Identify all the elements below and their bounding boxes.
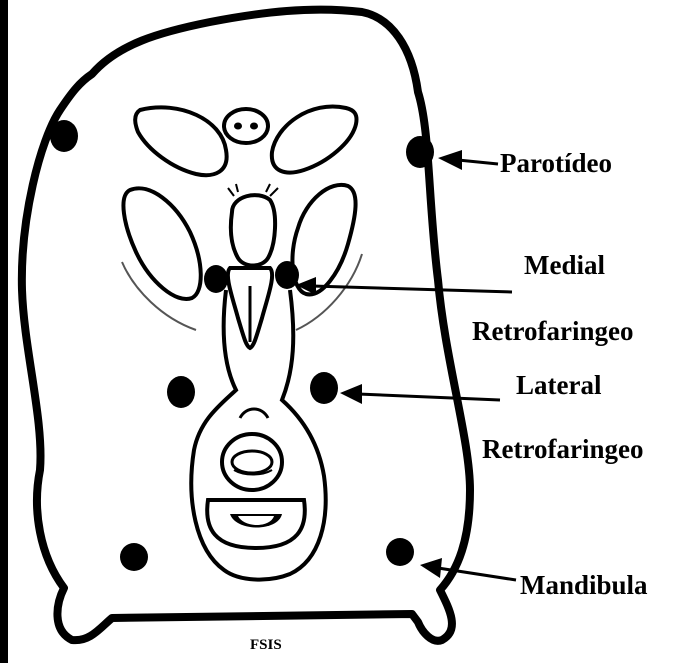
label-parotideo: Parotídeo	[500, 148, 612, 179]
parotid-node-right	[406, 136, 434, 168]
credit-fsis: FSIS	[250, 637, 282, 654]
label-lateral-retrofaringeo: Retrofaringeo	[482, 434, 643, 465]
lateral-retropharyngeal-node-left	[167, 376, 195, 408]
arrow-medial	[296, 277, 512, 295]
mandibular-node-left	[120, 543, 148, 571]
label-lateral: Lateral	[516, 370, 601, 401]
neck-column	[231, 195, 275, 265]
label-medial: Medial	[524, 250, 605, 281]
medial-retropharyngeal-node-left	[204, 265, 228, 293]
label-mandibula: Mandibula	[520, 570, 648, 601]
lateral-retropharyngeal-node-right	[310, 372, 338, 404]
nostril-left	[234, 123, 242, 130]
arrow-parotideo	[438, 150, 498, 170]
label-medial-retrofaringeo: Retrofaringeo	[472, 316, 633, 347]
medial-retropharyngeal-node-right	[275, 261, 299, 289]
parotid-node-left	[50, 120, 78, 152]
upper-lobe-left	[135, 107, 226, 175]
side-lobe-left	[123, 188, 200, 299]
larynx-core	[232, 451, 272, 473]
left-border-strip	[0, 0, 8, 663]
faint-arc-left	[122, 262, 196, 330]
snout	[224, 109, 268, 143]
throat-notch	[240, 409, 268, 418]
arrow-lateral	[340, 384, 500, 404]
upper-lobe-right	[272, 107, 357, 173]
arrow-mandibula	[420, 558, 516, 580]
mandibular-node-right	[386, 538, 414, 566]
side-lobe-right	[292, 185, 355, 294]
nostril-right	[250, 123, 258, 130]
